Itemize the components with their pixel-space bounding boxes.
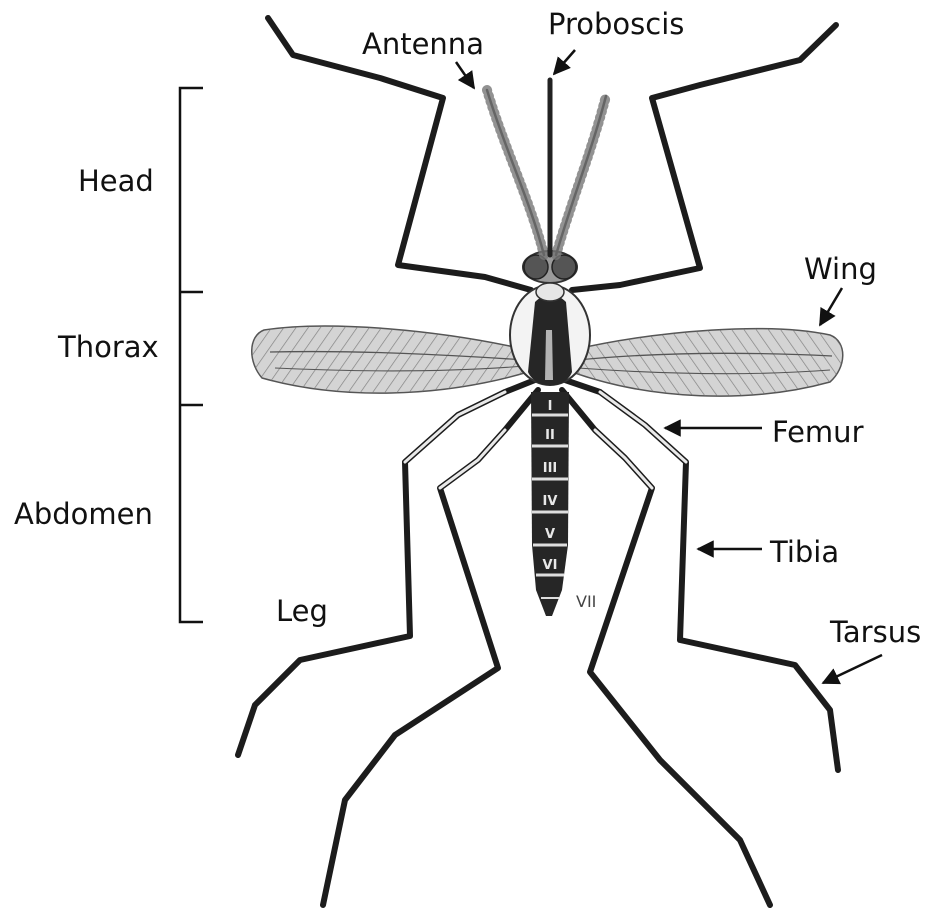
front-leg-right [572, 25, 836, 290]
body-region-bracket [180, 88, 203, 622]
arrow-proboscis [554, 50, 575, 74]
wing-left [252, 326, 528, 393]
antenna-left [487, 90, 544, 255]
wing-right [572, 329, 843, 396]
label-antenna: Antenna [362, 30, 484, 59]
label-abdomen: Abdomen [14, 500, 153, 529]
label-proboscis: Proboscis [548, 10, 684, 39]
arrow-wing [820, 288, 842, 325]
segment-label-iv: IV [543, 494, 558, 509]
label-head: Head [78, 167, 154, 196]
label-thorax: Thorax [58, 333, 159, 362]
arrow-antenna [456, 62, 474, 88]
segment-label-i: I [548, 399, 553, 414]
arrow-tarsus [823, 655, 882, 683]
segment-label-v: V [545, 527, 555, 542]
label-tibia: Tibia [770, 538, 839, 567]
label-femur: Femur [772, 418, 864, 447]
middle-leg-left [238, 380, 535, 755]
segment-label-vii: VII [576, 592, 596, 611]
hind-leg-right [562, 390, 770, 905]
label-wing: Wing [804, 255, 877, 284]
segment-label-ii: II [545, 428, 555, 443]
label-leg: Leg [276, 597, 328, 626]
segment-label-vi: VI [543, 558, 558, 573]
segment-label-iii: III [543, 461, 558, 476]
antenna-right [556, 96, 606, 255]
label-tarsus: Tarsus [830, 618, 921, 647]
